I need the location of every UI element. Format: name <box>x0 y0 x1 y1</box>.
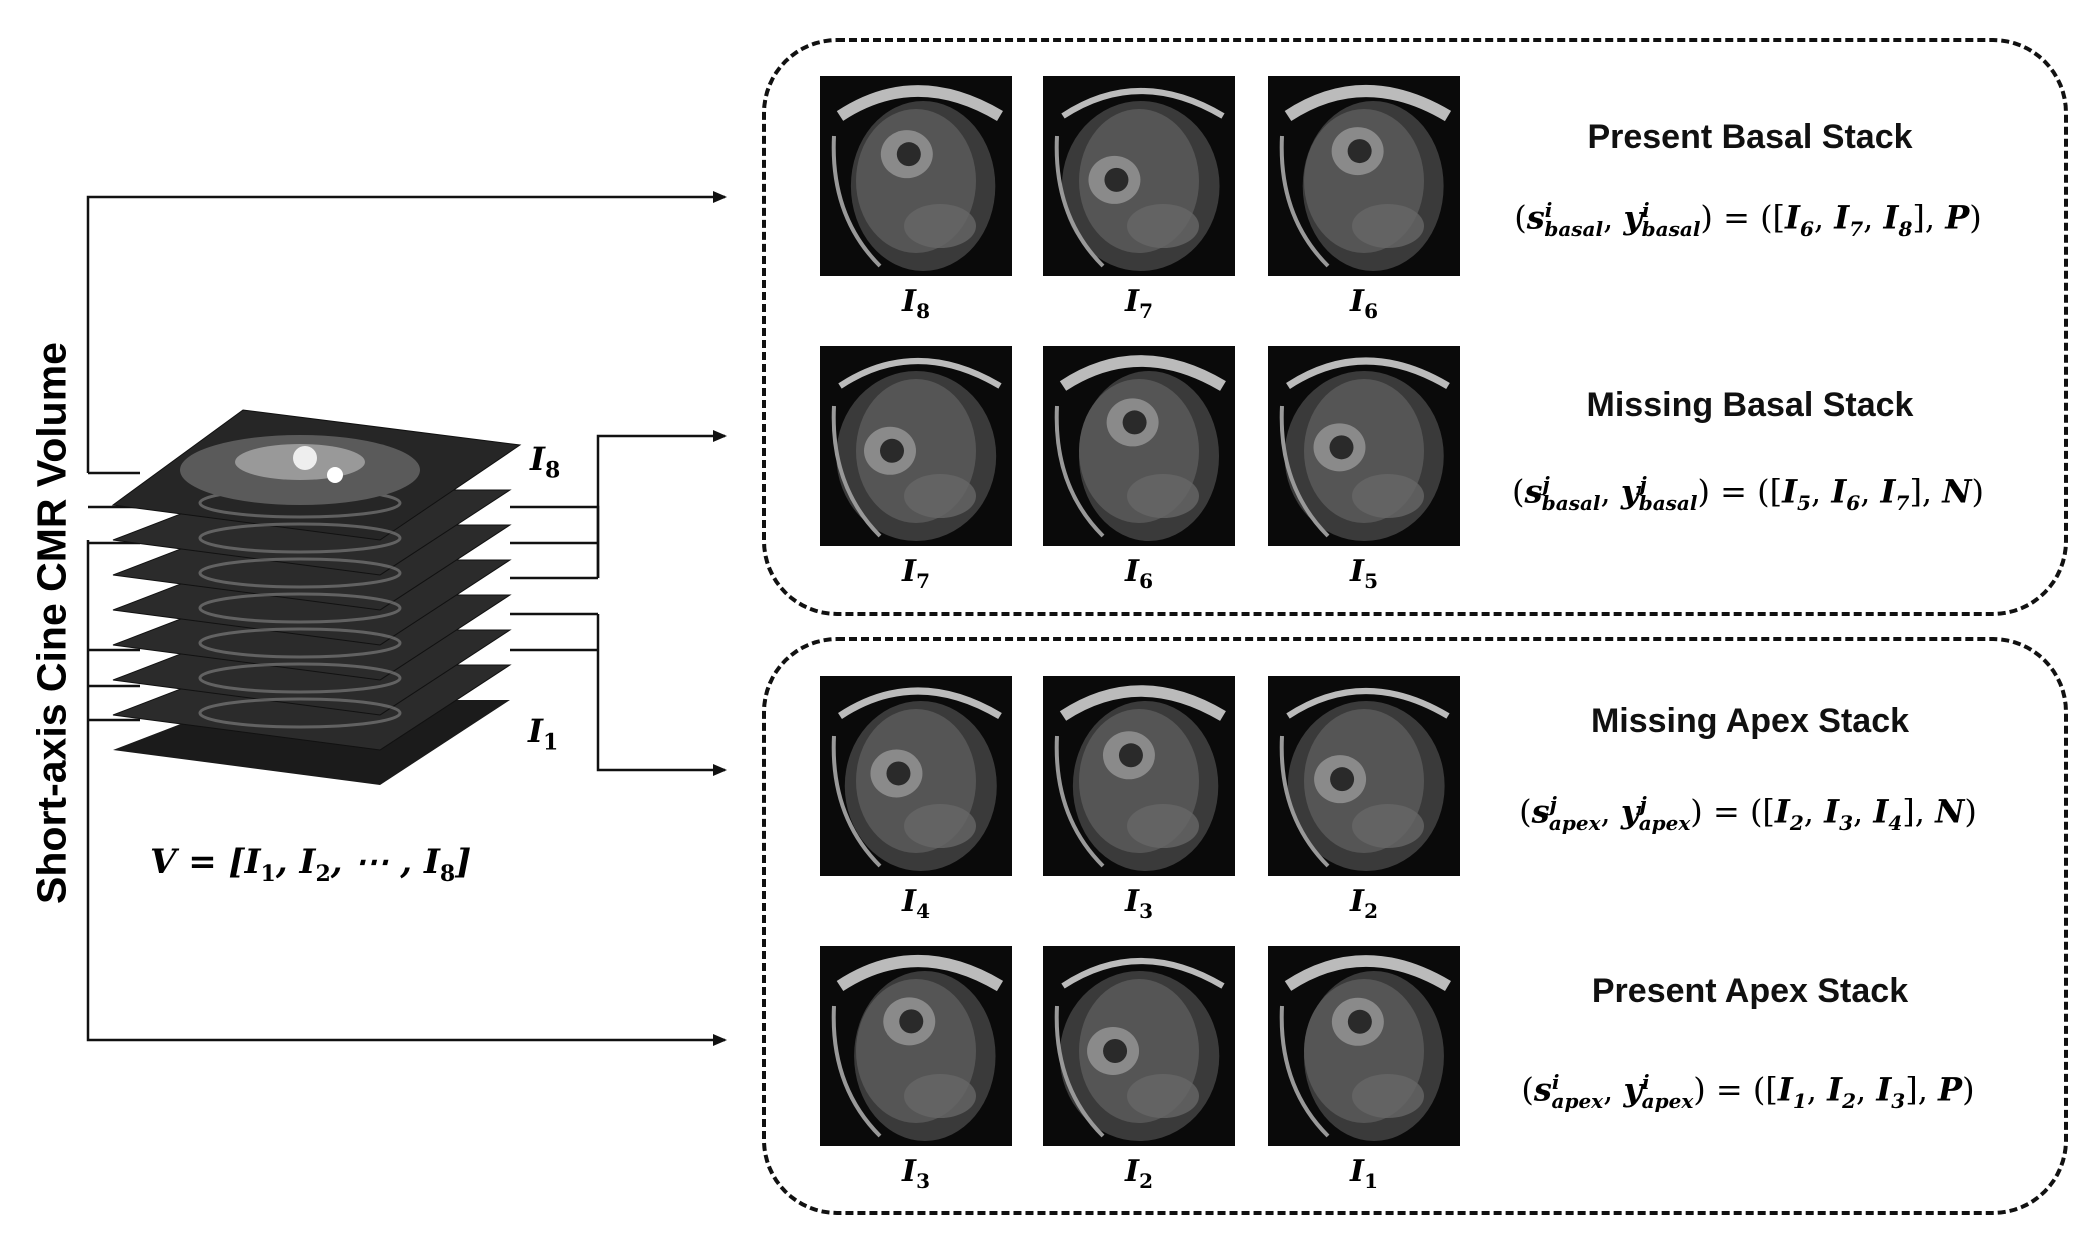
mri-slice-image <box>820 346 1012 546</box>
apex-group-box <box>762 637 2068 1215</box>
stack-title: Missing Apex Stack <box>1590 702 1910 740</box>
mri-slice-image <box>1268 946 1460 1146</box>
mri-slice-image <box>1043 946 1235 1146</box>
mri-slice-image <box>1268 346 1460 546</box>
slice-caption: I3 <box>1125 884 1153 923</box>
stack-formula: (sjbasal, yjbasal) = ([I5, I6, I7], N) <box>1512 472 1984 516</box>
volume-top-slice-texture <box>180 435 420 505</box>
stack-title: Missing Basal Stack <box>1586 386 1914 424</box>
slice-caption: I5 <box>1350 554 1378 593</box>
basal-group-box <box>762 38 2068 616</box>
slice-caption: I2 <box>1350 884 1378 923</box>
mri-slice-image <box>820 676 1012 876</box>
volume-formula: V = [I1, I2, ⋯ , I8] <box>150 842 472 887</box>
slice-caption: I4 <box>902 884 930 923</box>
stack-formula: (sjapex, yjapex) = ([I2, I3, I4], N) <box>1519 792 1977 836</box>
volume-stack <box>111 409 522 785</box>
mri-slice-image <box>1043 76 1235 276</box>
mri-slice-image <box>1268 676 1460 876</box>
mri-slice-image <box>1043 346 1235 546</box>
mri-slice-image <box>1043 676 1235 876</box>
slice-caption: I6 <box>1125 554 1153 593</box>
stack-formula: (siapex, yiapex) = ([I1, I2, I3], P) <box>1521 1070 1975 1114</box>
slice-caption: I6 <box>1350 284 1378 323</box>
slice-caption: I2 <box>1125 1154 1153 1193</box>
mri-slice-image <box>1268 76 1460 276</box>
stack-title: Present Basal Stack <box>1587 118 1913 156</box>
slice-caption: I7 <box>902 554 930 593</box>
volume-top-slice-label: I8 <box>530 440 561 484</box>
missing-connector <box>88 430 727 776</box>
stack-title: Present Apex Stack <box>1591 972 1909 1010</box>
volume-bottom-slice-label: I1 <box>528 712 559 756</box>
mri-slice-image <box>820 946 1012 1146</box>
slice-caption: I7 <box>1125 284 1153 323</box>
slice-caption: I3 <box>902 1154 930 1193</box>
present-connector <box>86 191 727 1046</box>
mri-slice-image <box>820 76 1012 276</box>
slice-caption: I1 <box>1350 1154 1378 1193</box>
slice-caption: I8 <box>902 284 930 323</box>
stack-formula: (sibasal, yibasal) = ([I6, I7, I8], P) <box>1514 198 1982 242</box>
